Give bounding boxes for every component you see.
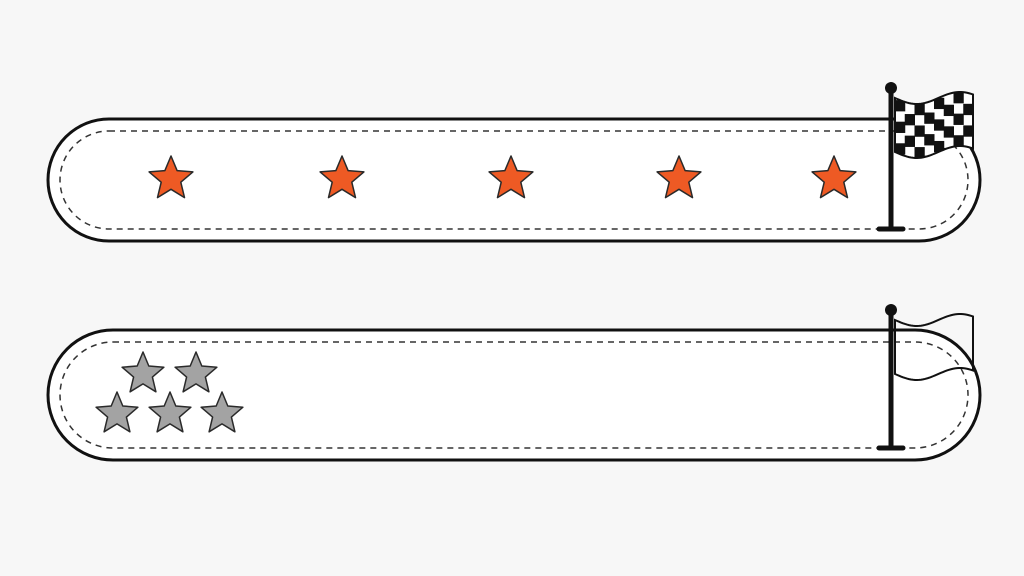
track-dashed-lane xyxy=(59,130,969,230)
star-icon xyxy=(121,351,165,393)
flag-pole-knob xyxy=(885,82,897,94)
star-icon xyxy=(200,391,244,433)
star-icon xyxy=(148,155,194,199)
checkered-flag-icon xyxy=(876,304,974,451)
flag-outline xyxy=(894,91,974,159)
star-icon xyxy=(488,155,534,199)
track-dashed-lane xyxy=(59,341,969,449)
clustered-track xyxy=(46,304,982,462)
flag-outline xyxy=(894,313,974,381)
spread-track xyxy=(46,82,982,243)
flag-pole-knob xyxy=(885,304,897,316)
star-icon xyxy=(95,391,139,433)
track-outline xyxy=(46,328,982,462)
star-icon xyxy=(656,155,702,199)
star-icon xyxy=(148,391,192,433)
star-icon xyxy=(174,351,218,393)
star-icon xyxy=(319,155,365,199)
star-icon xyxy=(811,155,857,199)
